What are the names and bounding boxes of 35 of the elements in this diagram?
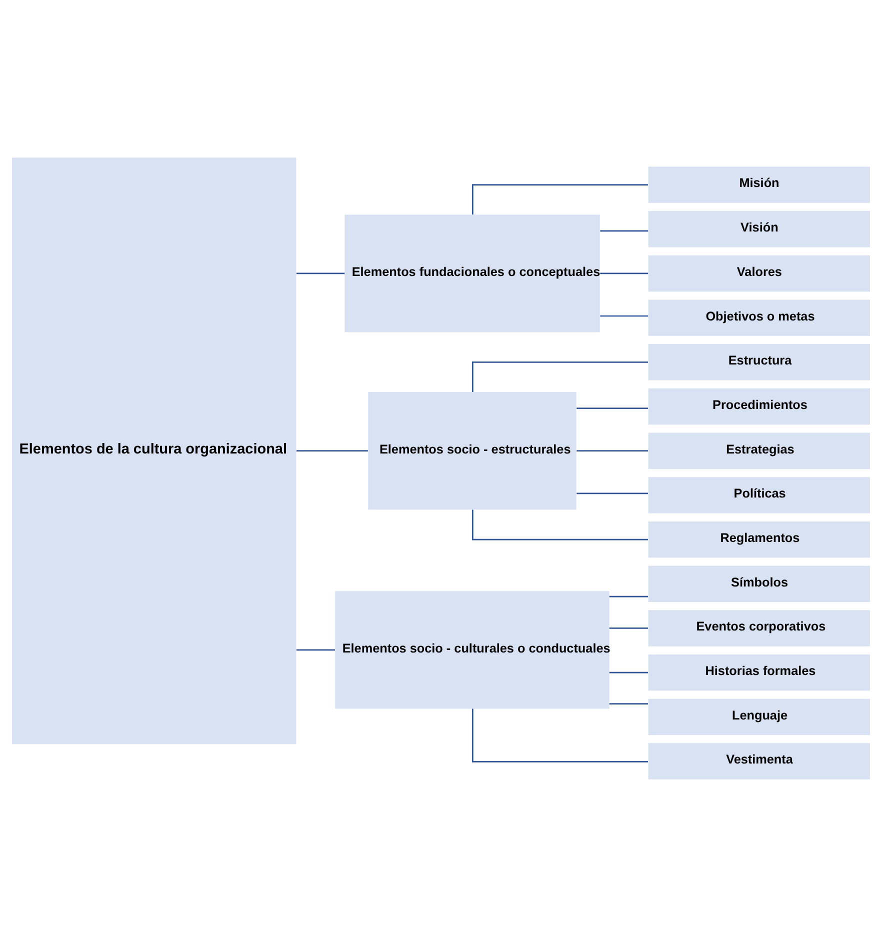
connector: [472, 184, 648, 215]
node-box: Lenguaje: [648, 698, 870, 736]
connector: [600, 272, 648, 274]
node-box: Procedimientos: [648, 388, 870, 425]
node-box: Vestimenta: [648, 743, 870, 780]
node-box: Misión: [648, 166, 870, 203]
node-box: Elementos fundacionales o conceptuales: [344, 214, 600, 332]
node-box: Elementos socio - culturales o conductuales: [335, 591, 610, 709]
connector: [576, 408, 648, 409]
connector: [296, 450, 368, 452]
connector: [609, 596, 648, 598]
connector: [609, 703, 648, 704]
node-box: Elementos de la cultura organizacional: [12, 158, 296, 744]
node-box: Estrategias: [648, 432, 870, 469]
connector: [576, 492, 648, 494]
node-box: Historias formales: [648, 654, 870, 691]
node-box: Estructura: [648, 344, 870, 380]
connector: [472, 510, 648, 540]
node-box: Valores: [648, 255, 870, 292]
node-box: Elementos socio - estructurales: [368, 392, 576, 510]
connector: [472, 708, 648, 762]
node-box: Eventos corporativos: [648, 610, 870, 646]
connector: [296, 272, 345, 274]
connector: [576, 450, 648, 452]
node-box: Objetivos o metas: [648, 300, 870, 336]
connector: [600, 315, 648, 317]
connector: [296, 649, 335, 651]
connector: [600, 230, 648, 232]
node-box: Políticas: [648, 477, 870, 514]
node-box: Reglamentos: [648, 521, 870, 558]
connector: [609, 628, 648, 629]
node-box: Símbolos: [648, 566, 870, 602]
connector: [472, 361, 648, 392]
connector: [609, 672, 648, 674]
node-box: Visión: [648, 211, 870, 248]
